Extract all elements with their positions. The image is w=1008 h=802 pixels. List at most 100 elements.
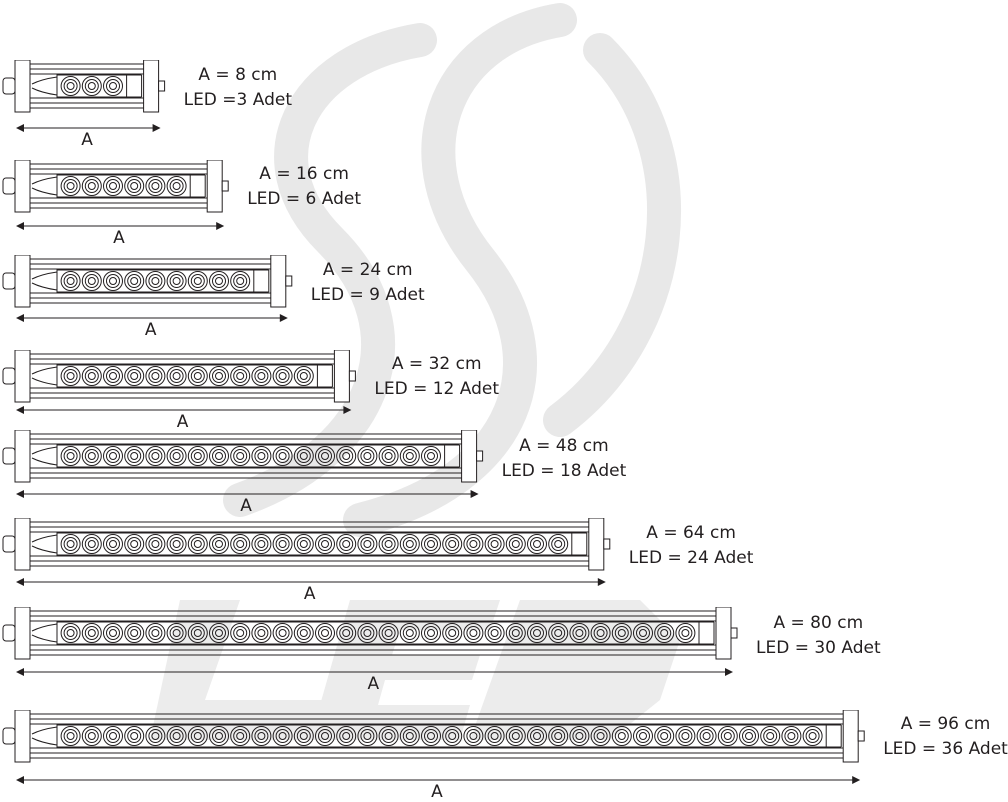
led-icon <box>103 76 123 96</box>
led-icon <box>315 446 335 466</box>
led-icon <box>569 623 590 643</box>
end-cap-right <box>588 518 605 571</box>
end-cap-left <box>14 710 31 763</box>
led-icon <box>717 726 738 746</box>
led-count-text: LED = 30 Adet <box>756 638 881 658</box>
led-icon <box>421 446 441 466</box>
led-icon <box>272 366 293 386</box>
led-icon <box>633 726 653 746</box>
led-icon <box>230 271 251 291</box>
led-icon <box>145 623 166 643</box>
led-icon <box>187 271 208 291</box>
length-text: A = 16 cm <box>259 164 349 184</box>
dimension-label: A <box>81 130 93 150</box>
dimension-arrow <box>16 124 161 132</box>
led-icon <box>505 726 526 746</box>
dimension-arrow <box>16 222 225 230</box>
led-icon <box>484 623 505 643</box>
led-icon <box>781 726 802 746</box>
led-icon <box>675 726 696 746</box>
led-icon <box>357 534 378 554</box>
end-cap-left <box>14 430 31 483</box>
led-bar-drawing <box>2 255 293 322</box>
led-count-text: LED = 36 Adet <box>883 739 1008 759</box>
led-icon <box>145 366 166 386</box>
end-cap-left <box>14 350 31 403</box>
led-icon <box>124 446 145 466</box>
led-icon <box>802 726 823 746</box>
led-icon <box>230 366 251 386</box>
dimension-label: A <box>176 412 189 432</box>
dimension-label: A <box>303 584 316 604</box>
led-bar-drawing <box>2 350 356 414</box>
led-icon <box>421 623 441 643</box>
led-icon <box>484 534 505 554</box>
led-icon <box>187 726 208 746</box>
led-icon <box>505 623 526 643</box>
led-icon <box>81 76 102 96</box>
led-icon <box>124 271 145 291</box>
led-icon <box>81 271 102 291</box>
led-icon <box>293 534 314 554</box>
led-icon <box>442 726 463 746</box>
connector-icon <box>2 727 16 745</box>
led-icon <box>505 534 526 554</box>
led-icon <box>251 446 272 466</box>
led-icon <box>463 534 484 554</box>
led-icon <box>293 446 314 466</box>
led-icon <box>378 446 399 466</box>
led-icon <box>251 726 272 746</box>
led-icon <box>81 366 102 386</box>
led-icon <box>421 726 441 746</box>
led-icon <box>230 726 251 746</box>
led-icon <box>230 446 251 466</box>
led-icon <box>336 446 357 466</box>
led-icon <box>60 271 81 291</box>
led-icon <box>421 534 441 554</box>
end-cap-left <box>14 255 31 308</box>
led-count-text: LED = 24 Adet <box>628 548 754 568</box>
dimension-arrow <box>16 490 479 498</box>
led-icon <box>527 623 547 643</box>
led-icon <box>357 623 378 643</box>
end-cap-right <box>270 255 287 308</box>
dimension-label: A <box>240 496 252 516</box>
led-icon <box>378 623 399 643</box>
led-icon <box>60 726 81 746</box>
led-icon <box>548 534 569 554</box>
led-icon <box>124 176 145 196</box>
led-icon <box>166 271 187 291</box>
end-cap-left <box>14 160 31 213</box>
led-icon <box>399 623 420 643</box>
led-icon <box>187 534 208 554</box>
led-icon <box>166 366 187 386</box>
led-icon <box>103 366 123 386</box>
led-icon <box>442 623 463 643</box>
end-cap-right <box>461 430 478 483</box>
led-icon <box>293 366 314 386</box>
led-bar-drawing <box>2 60 166 132</box>
led-icon <box>209 623 229 643</box>
led-icon <box>399 726 420 746</box>
led-icon <box>315 534 335 554</box>
led-bar-drawing <box>2 710 865 784</box>
led-icon <box>103 534 123 554</box>
led-icon <box>760 726 781 746</box>
led-icon <box>60 623 81 643</box>
end-cap-right <box>715 607 732 660</box>
dimension-label: A <box>367 674 380 694</box>
led-icon <box>293 623 314 643</box>
led-icon <box>527 726 547 746</box>
connector-icon <box>2 272 16 290</box>
led-icon <box>272 726 293 746</box>
led-icon <box>315 726 335 746</box>
dimension-arrow <box>16 578 606 586</box>
led-icon <box>272 446 293 466</box>
end-cap-right <box>333 350 350 403</box>
led-icon <box>654 726 675 746</box>
led-icon <box>272 623 293 643</box>
led-icon <box>81 726 102 746</box>
